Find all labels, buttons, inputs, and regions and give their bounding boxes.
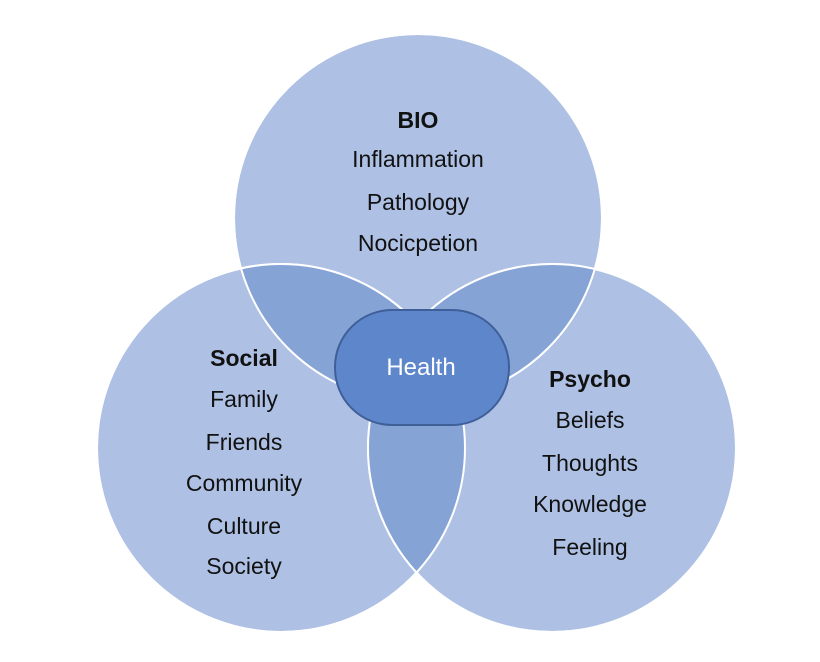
psycho-title: Psycho — [549, 366, 631, 392]
psycho-item-knowledge: Knowledge — [533, 491, 647, 517]
psycho-item-feeling: Feeling — [552, 534, 628, 560]
social-title: Social — [210, 345, 278, 371]
bio-item-inflammation: Inflammation — [352, 146, 484, 172]
social-item-society: Society — [206, 553, 282, 579]
bio-item-nociception: Nocicpetion — [357, 230, 479, 256]
social-item-friends: Friends — [205, 429, 283, 455]
psycho-item-thoughts: Thoughts — [542, 450, 638, 476]
health-pill — [334, 309, 510, 426]
social-item-community: Community — [185, 470, 303, 496]
bio-item-pathology: Pathology — [366, 189, 470, 215]
health-label: Health — [386, 354, 456, 381]
bio-title: BIO — [397, 107, 439, 133]
psycho-item-beliefs: Beliefs — [555, 407, 625, 433]
social-item-culture: Culture — [206, 513, 282, 539]
social-circle-outline — [96, 263, 466, 633]
psycho-circle-outline — [367, 263, 737, 633]
social-item-family: Family — [210, 386, 278, 412]
